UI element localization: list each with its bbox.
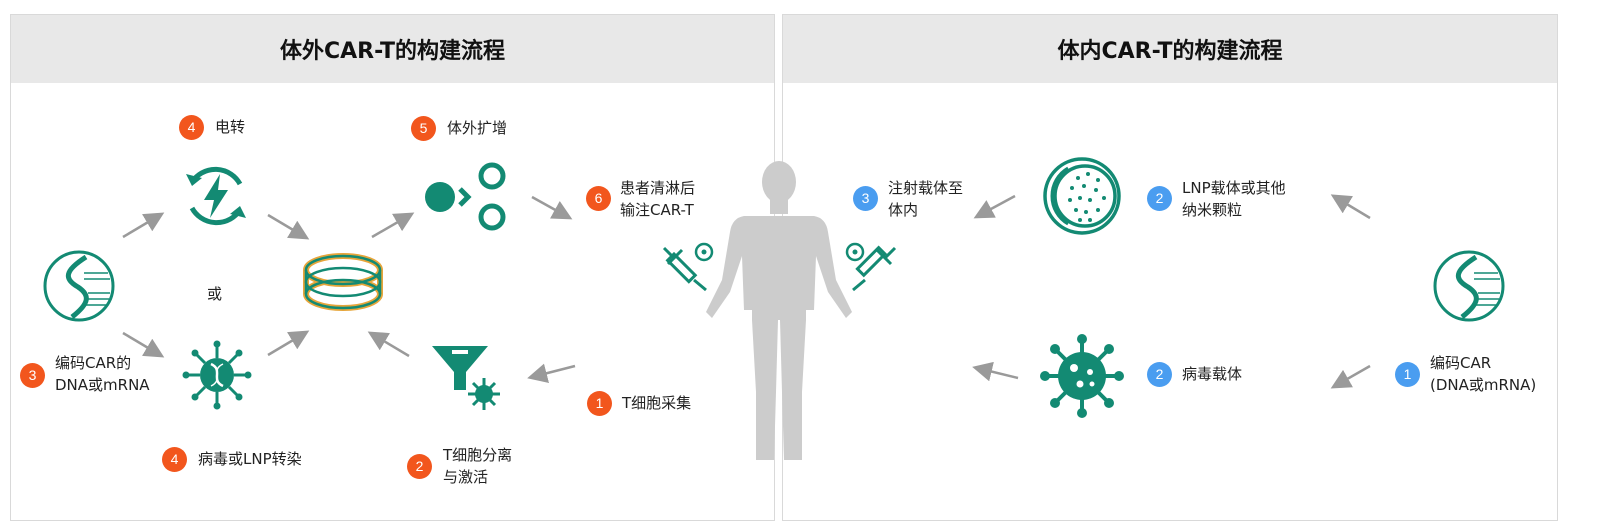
- dna-icon: [43, 250, 115, 322]
- step-badge: 4: [162, 447, 187, 472]
- syringe-icon: [662, 242, 714, 292]
- in-vivo-panel: 体内CAR-T的构建流程: [782, 14, 1558, 521]
- electroporation-icon: [186, 166, 246, 226]
- step-label-dna-2: DNA或mRNA: [55, 376, 150, 394]
- step-label-injection-2: 体内: [888, 201, 919, 219]
- step-label-expansion: 体外扩增: [447, 119, 508, 137]
- arrow-dish-to-expand: [371, 212, 415, 239]
- arrow-dna-to-virus: [122, 331, 165, 358]
- viral-vector-icon: [1040, 334, 1124, 418]
- human-silhouette-icon: [706, 161, 852, 460]
- step-badge: 3: [853, 186, 878, 211]
- ex-vivo-title: 体外CAR-T的构建流程: [11, 15, 774, 83]
- syringe-icon: [845, 242, 897, 292]
- arrow-lnp-to-inject: [973, 194, 1016, 219]
- step-badge: 1: [587, 391, 612, 416]
- cell-expansion-icon: [425, 162, 506, 231]
- arrow-electro-to-dish: [267, 213, 310, 240]
- step-label-collection: T细胞采集: [622, 394, 692, 412]
- virus-icon: [182, 340, 252, 410]
- arrow-sep-to-dish: [367, 331, 410, 358]
- funnel-icon: [432, 346, 500, 410]
- step-label-transfection: 病毒或LNP转染: [198, 450, 302, 468]
- arrow-car-to-viral: [1330, 364, 1371, 389]
- step-badge: 6: [586, 186, 611, 211]
- step-badge: 5: [411, 116, 436, 141]
- step-badge: 4: [179, 115, 204, 140]
- arrow-collect-to-sep: [527, 363, 576, 383]
- step-label-viral: 病毒载体: [1182, 365, 1243, 383]
- arrow-virus-to-dish: [267, 330, 310, 357]
- step-badge: 2: [1147, 362, 1172, 387]
- arrow-car-to-lnp: [1330, 194, 1371, 220]
- dna-icon: [1433, 250, 1505, 322]
- step-badge: 3: [20, 363, 45, 388]
- step-label-lnp-1: LNP载体或其他: [1182, 179, 1286, 197]
- step-label-separation-2: 与激活: [443, 468, 489, 486]
- arrow-dna-to-electro: [122, 212, 165, 239]
- step-label-injection-1: 注射载体至: [888, 179, 964, 197]
- step-badge: 2: [407, 454, 432, 479]
- step-badge: 1: [1395, 362, 1420, 387]
- or-label: 或: [207, 285, 223, 303]
- ex-vivo-panel: 体外CAR-T的构建流程: [10, 14, 775, 521]
- step-label-dna-1: 编码CAR的: [55, 354, 132, 372]
- lnp-icon: [1043, 157, 1121, 235]
- step-label-car-1: 编码CAR: [1430, 354, 1492, 372]
- arrow-viral-to-inject: [972, 361, 1019, 382]
- in-vivo-title: 体内CAR-T的构建流程: [783, 15, 1557, 83]
- step-label-separation-1: T细胞分离: [443, 446, 513, 464]
- step-label-infusion-1: 患者清淋后: [620, 179, 696, 197]
- step-label-infusion-2: 输注CAR-T: [620, 201, 694, 219]
- step-badge: 2: [1147, 186, 1172, 211]
- petri-dish-icon: [303, 253, 383, 311]
- step-label-electroporation: 电转: [215, 118, 246, 136]
- arrow-expand-to-infuse: [531, 195, 573, 220]
- step-label-car-2: (DNA或mRNA): [1430, 376, 1537, 394]
- step-label-lnp-2: 纳米颗粒: [1182, 201, 1243, 219]
